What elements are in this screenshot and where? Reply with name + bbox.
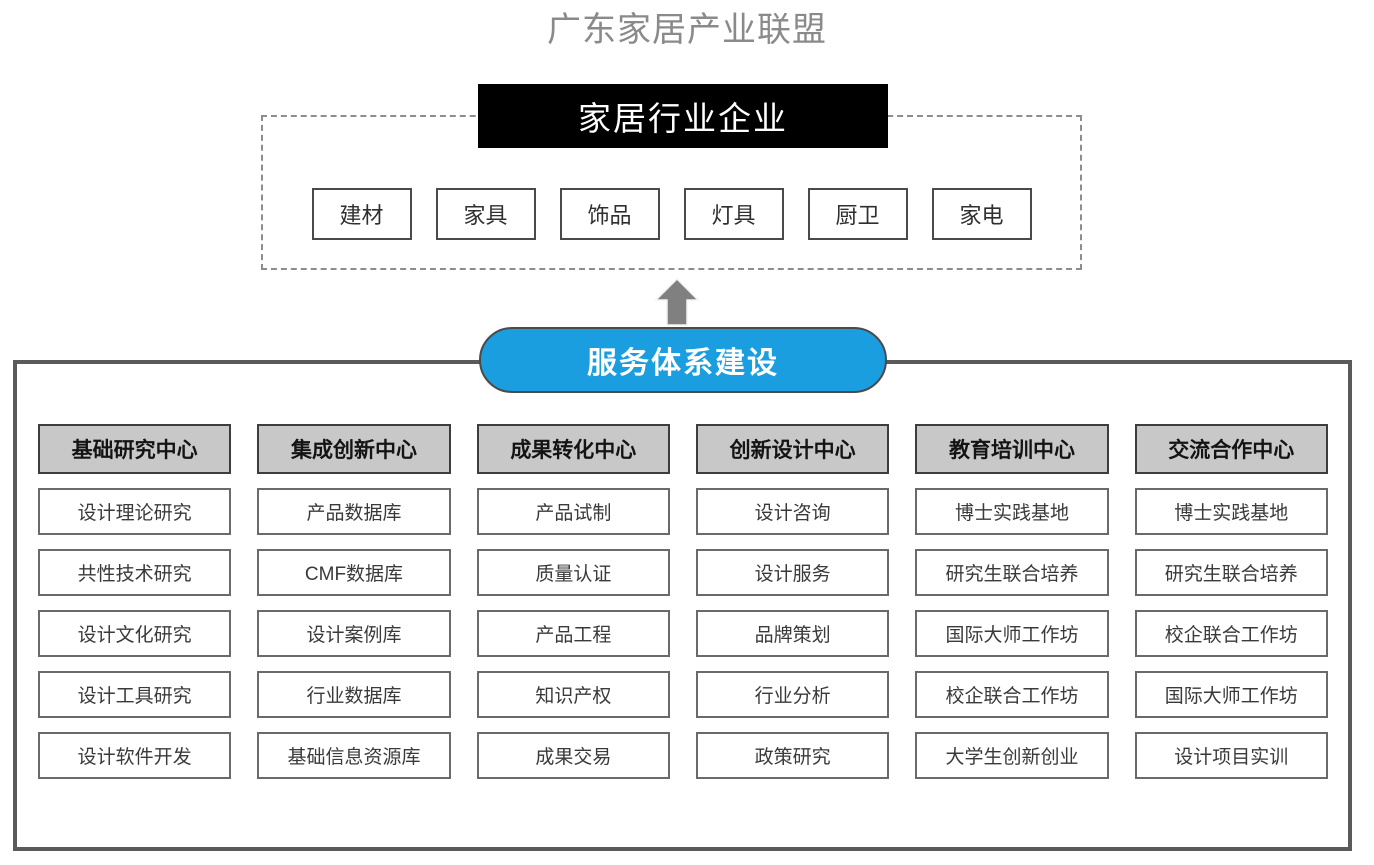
service-center-header[interactable]: 基础研究中心: [38, 424, 232, 474]
service-item[interactable]: 设计咨询: [695, 488, 890, 535]
category-chip[interactable]: 饰品: [559, 188, 660, 240]
service-item[interactable]: CMF数据库: [257, 549, 451, 596]
service-item[interactable]: 产品数据库: [257, 488, 451, 535]
service-item[interactable]: 质量认证: [476, 549, 670, 596]
service-center-column: 交流合作中心博士实践基地研究生联合培养校企联合工作坊国际大师工作坊设计项目实训: [1134, 424, 1328, 779]
service-center-header[interactable]: 集成创新中心: [257, 424, 451, 474]
category-chip[interactable]: 家电: [931, 188, 1032, 240]
arrow-up-icon: [654, 277, 700, 326]
service-center-header[interactable]: 教育培训中心: [915, 424, 1109, 474]
service-item[interactable]: 国际大师工作坊: [915, 610, 1109, 657]
service-item[interactable]: 博士实践基地: [1134, 488, 1328, 535]
service-center-column: 创新设计中心设计咨询设计服务品牌策划行业分析政策研究: [695, 424, 890, 779]
service-item[interactable]: 设计理论研究: [38, 488, 232, 535]
service-item[interactable]: 博士实践基地: [915, 488, 1109, 535]
service-item[interactable]: 校企联合工作坊: [1134, 610, 1328, 657]
service-item[interactable]: 政策研究: [695, 732, 890, 779]
service-item[interactable]: 产品工程: [476, 610, 670, 657]
service-item[interactable]: 行业分析: [695, 671, 890, 718]
service-center-grid: 基础研究中心设计理论研究共性技术研究设计文化研究设计工具研究设计软件开发集成创新…: [38, 424, 1328, 779]
service-item[interactable]: 设计项目实训: [1134, 732, 1328, 779]
service-item[interactable]: 国际大师工作坊: [1134, 671, 1328, 718]
page-title: 广东家居产业联盟: [547, 11, 827, 49]
service-center-header[interactable]: 成果转化中心: [476, 424, 670, 474]
service-item[interactable]: 校企联合工作坊: [915, 671, 1109, 718]
service-center-column: 集成创新中心产品数据库 CMF数据库设计案例库行业数据库基础信息资源库: [257, 424, 451, 779]
service-item[interactable]: 设计软件开发: [38, 732, 232, 779]
service-item[interactable]: 研究生联合培养: [1134, 549, 1328, 596]
category-chip-row: 建材家具饰品灯具厨卫家电: [261, 185, 1082, 243]
service-center-column: 成果转化中心产品试制质量认证产品工程知识产权成果交易: [476, 424, 670, 779]
category-chip[interactable]: 建材: [311, 188, 412, 240]
service-item[interactable]: 行业数据库: [257, 671, 451, 718]
service-center-column: 基础研究中心设计理论研究共性技术研究设计文化研究设计工具研究设计软件开发: [38, 424, 232, 779]
service-item[interactable]: 知识产权: [476, 671, 670, 718]
service-system-pill: 服务体系建设: [479, 327, 887, 393]
service-item[interactable]: 设计服务: [695, 549, 890, 596]
service-item[interactable]: 研究生联合培养: [915, 549, 1109, 596]
category-chip[interactable]: 厨卫: [807, 188, 908, 240]
category-chip[interactable]: 家具: [435, 188, 536, 240]
service-item[interactable]: 大学生创新创业: [915, 732, 1109, 779]
service-item[interactable]: 设计文化研究: [38, 610, 232, 657]
service-center-header[interactable]: 交流合作中心: [1134, 424, 1328, 474]
industry-banner: 家居行业企业: [478, 84, 888, 148]
service-system-frame: [13, 360, 1352, 851]
category-chip[interactable]: 灯具: [683, 188, 784, 240]
service-item[interactable]: 设计案例库: [257, 610, 451, 657]
service-item[interactable]: 基础信息资源库: [257, 732, 451, 779]
service-center-header[interactable]: 创新设计中心: [695, 424, 890, 474]
service-item[interactable]: 成果交易: [476, 732, 670, 779]
service-item[interactable]: 设计工具研究: [38, 671, 232, 718]
service-center-column: 教育培训中心博士实践基地研究生联合培养国际大师工作坊校企联合工作坊大学生创新创业: [915, 424, 1109, 779]
service-item[interactable]: 产品试制: [476, 488, 670, 535]
service-item[interactable]: 共性技术研究: [38, 549, 232, 596]
service-item[interactable]: 品牌策划: [695, 610, 890, 657]
